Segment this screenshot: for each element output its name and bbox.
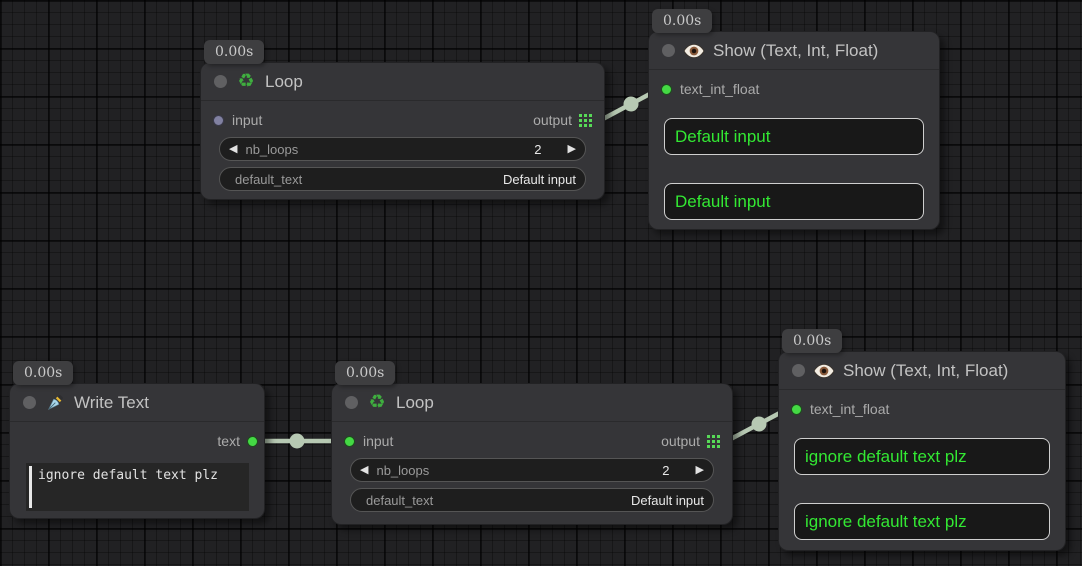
text-input-area[interactable]: ignore default text plz [26,463,249,511]
input-slot-dot[interactable] [661,83,672,95]
node-title: Loop [396,392,434,412]
show-output-text: ignore default text plz [805,511,967,531]
node-show-top[interactable]: 0.00s Show (Text, Int, Float) text_int_f… [648,9,940,230]
output-grid-icon[interactable] [579,113,592,127]
show-output-box[interactable]: ignore default text plz [794,503,1050,540]
slot-row: text_int_float [649,70,939,100]
node-show-bottom[interactable]: 0.00s Show (Text, Int, Float) text_int_f… [778,329,1066,551]
widget-label: default_text [366,492,434,508]
show-output-box[interactable]: Default input [664,118,924,155]
execution-timer-badge: 0.00s [335,361,396,385]
execution-timer-badge: 0.00s [782,329,843,353]
slot-row: text_int_float [779,390,1065,420]
execution-timer-badge: 0.00s [204,40,265,64]
widget-value: Default input [503,171,576,187]
input-slot-label: input [363,433,394,449]
show-output-box[interactable]: Default input [664,183,924,220]
node-title-bar[interactable]: Write Text [10,384,264,422]
node-title: Loop [265,71,303,91]
recycle-icon: ♻ [237,70,255,92]
input-slot-label: text_int_float [680,81,760,97]
stepper-right-arrow[interactable]: ▶ [695,463,704,476]
eye-icon [684,41,704,61]
widget-value: Default input [631,492,704,508]
slot-row: text [10,422,264,452]
collapse-dot[interactable] [345,396,358,409]
execution-timer-badge: 0.00s [13,361,74,385]
collapse-dot[interactable] [792,364,805,377]
node-write-text[interactable]: 0.00s Write Text text [9,361,265,519]
node-loop-top[interactable]: 0.00s ♻ Loop input output [200,40,605,200]
nb-loops-stepper[interactable]: ◀ nb_loops 2 ▶ [350,458,714,482]
output-slot-label: output [661,433,700,449]
node-title: Show (Text, Int, Float) [713,40,879,60]
widget-label: nb_loops [376,462,430,478]
nb-loops-stepper[interactable]: ◀ nb_loops 2 ▶ [219,137,586,161]
node-loop-bottom[interactable]: 0.00s ♻ Loop input output [331,361,733,525]
slot-row: input output [201,101,604,131]
stepper-left-arrow[interactable]: ◀ [360,463,369,476]
recycle-icon: ♻ [368,391,386,413]
link-midpoint-dot[interactable] [623,96,639,112]
text-caret [29,466,32,508]
collapse-dot[interactable] [214,75,227,88]
link-midpoint-dot[interactable] [289,433,305,449]
widget-label: nb_loops [245,141,299,157]
collapse-dot[interactable] [662,44,675,57]
show-output-text: Default input [675,191,771,211]
node-title-bar[interactable]: Show (Text, Int, Float) [779,352,1065,390]
input-slot-dot[interactable] [344,435,355,447]
output-slot-dot[interactable] [247,435,258,447]
collapse-dot[interactable] [23,396,36,409]
output-slot-label: text [217,433,240,449]
stepper-right-arrow[interactable]: ▶ [567,142,576,155]
eye-icon [814,361,834,381]
execution-timer-badge: 0.00s [652,9,713,33]
slot-row: input output [332,422,732,452]
node-title: Show (Text, Int, Float) [843,360,1009,380]
stepper-left-arrow[interactable]: ◀ [229,142,238,155]
node-title-bar[interactable]: ♻ Loop [332,384,732,422]
show-output-box[interactable]: ignore default text plz [794,438,1050,475]
default-text-field[interactable]: default_text Default input [219,167,586,191]
widget-value: 2 [534,141,542,157]
node-title-bar[interactable]: Show (Text, Int, Float) [649,32,939,70]
input-slot-dot[interactable] [213,114,224,126]
link-midpoint-dot[interactable] [751,416,767,432]
input-slot-label: input [232,112,263,128]
textarea-value: ignore default text plz [38,468,219,483]
output-grid-icon[interactable] [707,434,720,448]
output-slot-label: output [533,112,572,128]
input-slot-label: text_int_float [810,401,890,417]
node-title-bar[interactable]: ♻ Loop [201,63,604,101]
show-output-text: Default input [675,126,771,146]
widget-label: default_text [235,171,303,187]
node-title: Write Text [74,392,149,412]
widget-value: 2 [662,462,670,478]
default-text-field[interactable]: default_text Default input [350,488,714,512]
input-slot-dot[interactable] [791,403,802,415]
show-output-text: ignore default text plz [805,446,967,466]
pen-icon [45,393,65,413]
